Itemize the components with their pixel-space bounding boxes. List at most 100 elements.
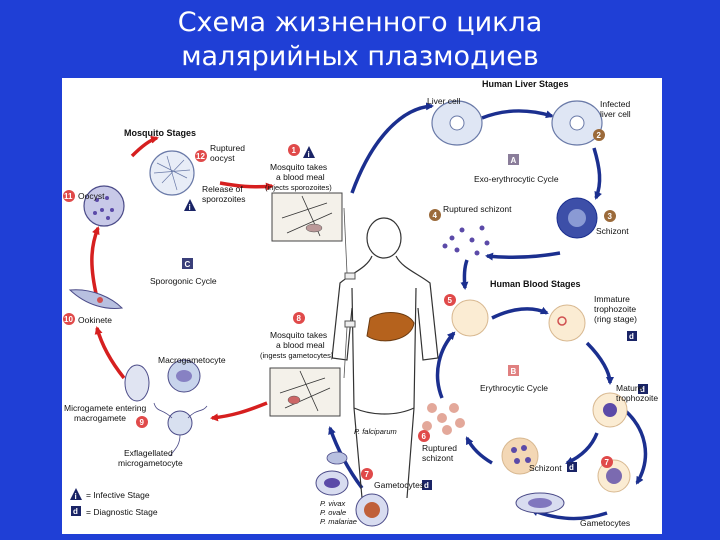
immature-line-2: trophozoite (594, 304, 636, 314)
microgamete-line-2: macrogamete (74, 413, 126, 423)
gametocyte-male-cell (326, 451, 348, 465)
arrow-oocyst-to-mosquito (219, 181, 274, 191)
stage-8-badge (293, 312, 305, 324)
diagnostic-marker-gametocytes-letter: d (424, 481, 429, 490)
stage-9-number: 9 (140, 418, 145, 427)
stage-11-badge (63, 190, 75, 202)
diagnostic-marker-schizont (567, 462, 577, 472)
species-malariae: P. malariae (320, 517, 357, 526)
arrow-to-blood (460, 259, 469, 290)
arrow-ruptured-to-merozoite (435, 331, 456, 399)
arrow-to-gametocytes (620, 406, 648, 485)
ruptured-oocyst-line-2: oocyst (210, 153, 235, 163)
liver-schizont-label: Schizont (596, 226, 629, 236)
immature-line-1: Immature (594, 294, 630, 304)
diagnostic-marker-gametocytes (422, 480, 432, 490)
exflagellated-line-1: Exflagellated (124, 448, 173, 458)
legend-diagnostic-icon (71, 506, 81, 516)
lifecycle-diagram: Mosquito Stages Human Liver Stages Human… (62, 78, 662, 534)
stage-12-badge (195, 150, 207, 162)
stage-9-badge (136, 416, 148, 428)
stage-5-number: 5 (448, 296, 453, 305)
arrow-infected-to-schizont (592, 147, 602, 200)
legend-infective-icon (70, 488, 82, 500)
infected-liver-line-1: Infected (600, 99, 631, 109)
mosquito-bite-box-1 (271, 192, 343, 242)
mature-line-2: trophozoite (616, 393, 658, 403)
human-liver-stages-header: Human Liver Stages (482, 79, 569, 89)
ruptured-liver-schizont-label: Ruptured schizont (443, 204, 512, 214)
arrow-bite-to-liver (350, 102, 434, 194)
arrow-liver-to-infected (481, 109, 554, 120)
oocyst-label: Oocyst (78, 191, 105, 201)
microgamete-line-1: Microgamete entering (64, 403, 146, 413)
title-line-2: малярийных плазмодиев (181, 41, 539, 72)
stage-10-badge (63, 313, 75, 325)
stage-10-number: 10 (64, 315, 73, 324)
stage-4-badge (429, 209, 441, 221)
cycle-a-box (508, 154, 519, 165)
stage-11-number: 11 (64, 192, 73, 201)
arrow-mature-to-schizont (565, 432, 599, 465)
gametocyte-falciparum (515, 492, 565, 514)
title-line-1: Схема жизненного цикла (177, 7, 543, 38)
release-sporozoites-line-2: sporozoites (202, 194, 245, 204)
exflagellated-cell (153, 402, 208, 457)
stage-4-number: 4 (433, 211, 438, 220)
diagnostic-marker-ring-letter: d (629, 332, 634, 341)
stage-1-number: 1 (292, 146, 297, 155)
ookinete-cell (68, 289, 124, 309)
gametocyte-rbc (597, 459, 631, 493)
blood-schizont-label: Schizont (529, 463, 562, 473)
diagnostic-marker-mature (638, 384, 648, 394)
human-figure (331, 217, 439, 499)
liver-organ (366, 312, 415, 342)
arrow-schizont-to-ruptured-b (465, 436, 493, 465)
legend-infective-text: = Infective Stage (86, 490, 150, 500)
infective-marker-2-letter: i (189, 203, 191, 212)
infected-liver-cell (551, 100, 603, 146)
mosquito-stages-header: Mosquito Stages (124, 128, 196, 138)
stage-7-number: 7 (605, 458, 610, 467)
stage-6-badge (418, 430, 430, 442)
merozoite-rbc (451, 299, 489, 337)
stage-6-number: 6 (422, 432, 427, 441)
ruptured-blood-schizont-line-2: schizont (422, 453, 454, 463)
legend-infective-letter: i (75, 492, 77, 501)
erythrocytic-cycle-label: Erythrocytic Cycle (480, 383, 548, 393)
bite-site-upper (344, 272, 356, 280)
diagnostic-marker-ring (627, 331, 637, 341)
arrow-bloodmeal-to-gametes (210, 401, 268, 422)
species-vivax: P. vivax (320, 499, 346, 508)
stage-12-number: 12 (196, 152, 205, 161)
arrow-merozoite-to-ring (491, 306, 549, 320)
mature-trophozoite-rbc (592, 392, 628, 428)
bloodmeal-1-line-1: Mosquito takes (270, 162, 327, 172)
ruptured-oocyst-cell (149, 150, 195, 196)
species-ovale: P. ovale (320, 508, 346, 517)
cycle-c-letter: C (185, 260, 191, 269)
diagnostic-marker-schizont-letter: d (569, 463, 574, 472)
liver-cell-label: Liver cell (427, 96, 461, 106)
mosquito-bite-box-2 (269, 367, 341, 417)
gametocytes-label-2: Gametocytes (374, 480, 424, 490)
infective-marker-2 (184, 199, 196, 211)
release-sporozoites-line-1: Release of (202, 184, 243, 194)
ruptured-blood-schizont-line-1: Ruptured (422, 443, 457, 453)
ookinete-label: Ookinete (78, 315, 112, 325)
ruptured-liver-schizont (442, 225, 490, 256)
stage-2-badge (593, 129, 605, 141)
species-falciparum: P. falciparum (354, 427, 397, 436)
stage-1-badge (288, 144, 300, 156)
human-blood-stages-header: Human Blood Stages (490, 279, 581, 289)
stage-3-number: 3 (608, 212, 613, 221)
arrow-schizont-to-ruptured (485, 251, 561, 261)
arrow-ring-to-mature (585, 341, 614, 385)
infected-liver-line-2: liver cell (600, 109, 631, 119)
legend-diagnostic-text: = Diagnostic Stage (86, 507, 158, 517)
ring-stage-rbc (548, 304, 586, 342)
macrogametocyte-label: Macrogametocyte (158, 355, 226, 365)
infective-marker-1 (303, 146, 315, 158)
microgamete-cell (124, 364, 150, 402)
cycle-b-box (508, 365, 519, 376)
